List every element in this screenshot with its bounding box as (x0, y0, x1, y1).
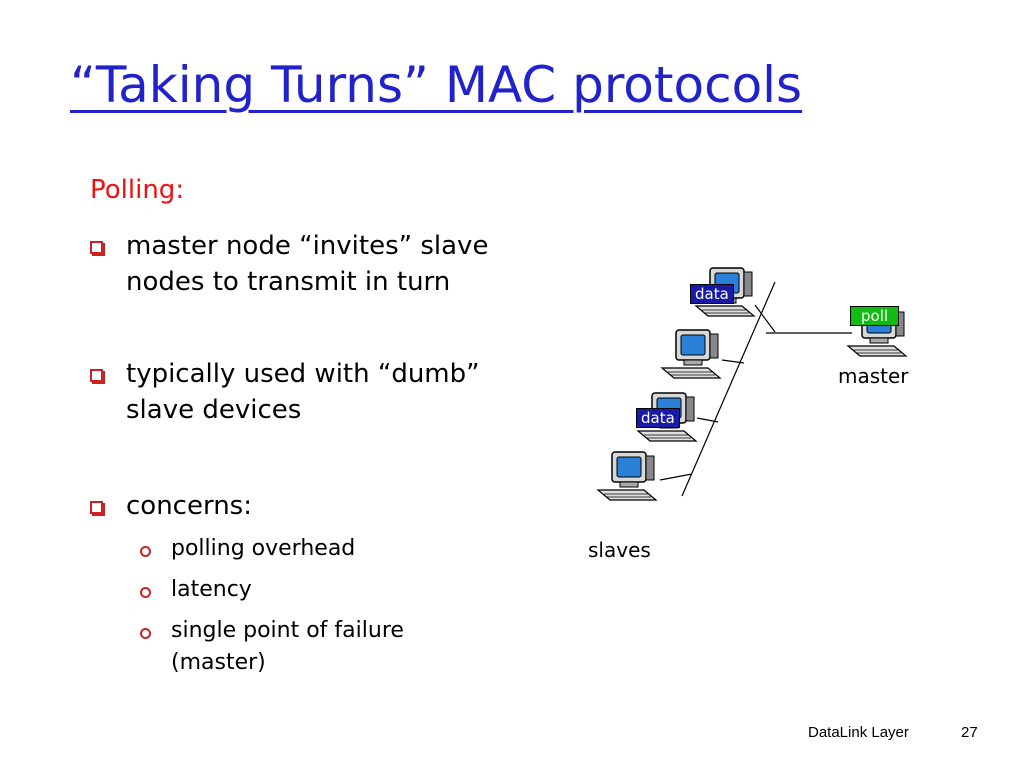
poll-tag: poll (850, 306, 900, 326)
data-tag: data (690, 284, 734, 304)
square-bullet-icon (90, 501, 103, 514)
square-bullet-icon (90, 369, 103, 382)
square-bullet-icon (90, 241, 103, 254)
page-number: 27 (961, 724, 978, 741)
slave-computer-icon (661, 329, 721, 379)
ring-bullet-icon (140, 587, 151, 598)
ring-bullet-icon (140, 628, 151, 639)
slave-computer-icon (597, 451, 657, 501)
bullet-text: concerns: (126, 491, 252, 521)
slide-title: “Taking Turns” MAC protocols (70, 56, 803, 114)
sub-bullet-text: polling overhead (171, 536, 356, 561)
footer-section: DataLink Layer (808, 724, 909, 741)
ring-bullet-icon (140, 546, 151, 557)
data-tag: data (636, 408, 680, 428)
master-label: master (838, 364, 909, 388)
bullet-text: master node “invites” slave nodes to tra… (126, 231, 489, 297)
sub-bullet-text: single point of failure (master) (171, 618, 404, 675)
polling-heading: Polling: (90, 175, 185, 205)
slaves-label: slaves (588, 538, 651, 562)
bus-line (681, 281, 776, 497)
bullet-text: typically used with “dumb” slave devices (126, 359, 480, 425)
sub-bullet-text: latency (171, 577, 252, 602)
